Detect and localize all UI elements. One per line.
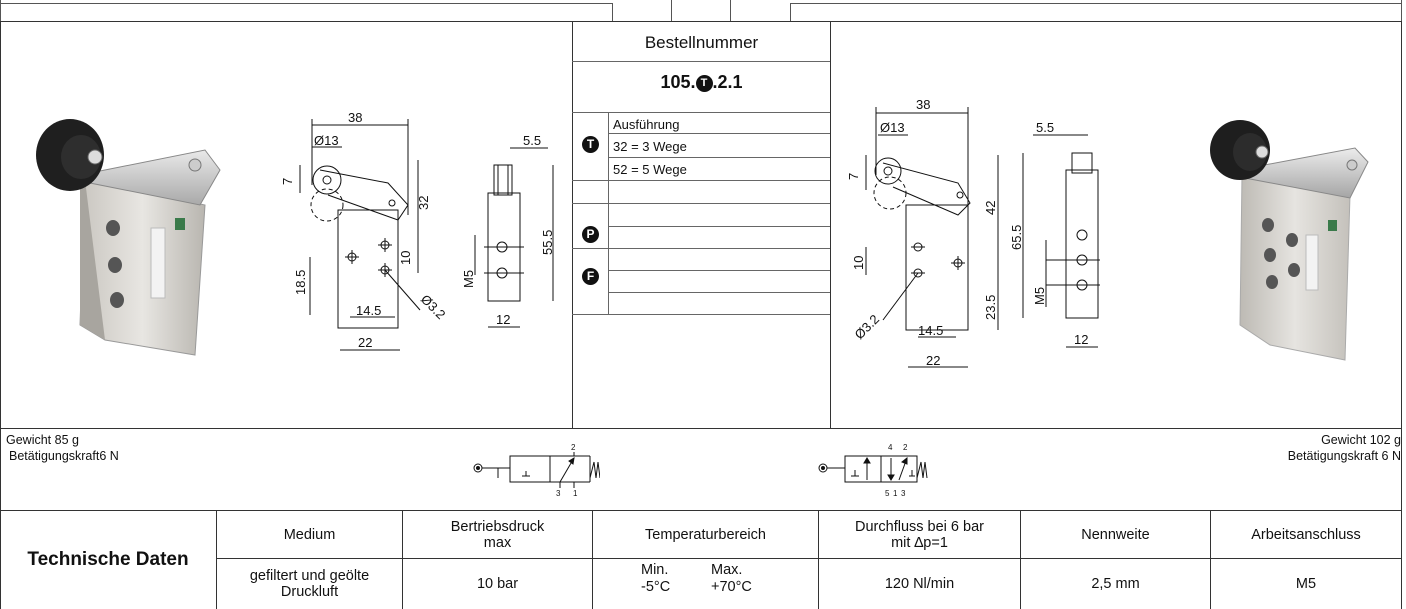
r-dim-13: Ø13 bbox=[880, 120, 905, 135]
option-t-label: Ausführung bbox=[613, 117, 680, 132]
value-medium: gefiltert und geölte Druckluft bbox=[249, 568, 370, 600]
r-dim-14-5: 14.5 bbox=[918, 323, 943, 338]
option-f-badge: F bbox=[582, 268, 599, 285]
left-port-2: 2 bbox=[571, 443, 576, 452]
dim-12: 12 bbox=[496, 312, 510, 327]
r-dim-5-5: 5.5 bbox=[1036, 120, 1054, 135]
order-code-prefix: 105. bbox=[660, 72, 696, 92]
r-dim-38: 38 bbox=[916, 97, 930, 112]
temp-max-label: Max. bbox=[711, 562, 743, 578]
right-valve-symbol: 4 2 5 1 3 bbox=[818, 443, 928, 498]
left-force: Betätigungskraft6 N bbox=[9, 449, 119, 463]
r-dim-22: 22 bbox=[926, 353, 940, 368]
left-valve-photo bbox=[36, 119, 221, 356]
option-t-row-1: 32 = 3 Wege bbox=[613, 139, 687, 154]
dim-18-5: 18.5 bbox=[293, 270, 308, 295]
dim-7: 7 bbox=[280, 178, 295, 185]
value-nominal: 2,5 mm bbox=[1091, 576, 1140, 592]
temp-max: +70°C bbox=[711, 579, 752, 595]
dim-3-2: Ø3.2 bbox=[418, 292, 449, 323]
temp-min: -5°C bbox=[641, 579, 671, 595]
dim-5-5: 5.5 bbox=[523, 133, 541, 148]
r-dim-42: 42 bbox=[983, 201, 998, 215]
option-p-badge: P bbox=[582, 226, 599, 243]
left-port-3: 3 bbox=[556, 489, 561, 498]
right-weight: Gewicht 102 g bbox=[1321, 433, 1401, 447]
r-dim-3-2: Ø3.2 bbox=[852, 312, 883, 343]
order-code-suffix: .2.1 bbox=[712, 72, 743, 92]
r-dim-10: 10 bbox=[851, 256, 866, 270]
r-dim-12: 12 bbox=[1074, 332, 1088, 347]
left-weight: Gewicht 85 g bbox=[6, 433, 79, 447]
header-nominal: Nennweite bbox=[1081, 526, 1150, 543]
left-port-1: 1 bbox=[573, 489, 578, 498]
left-valve-symbol: 2 3 1 bbox=[473, 443, 600, 498]
right-port-2: 2 bbox=[903, 443, 908, 452]
header-temperature: Temperaturbereich bbox=[645, 526, 766, 543]
dim-13: Ø13 bbox=[314, 133, 339, 148]
dim-22: 22 bbox=[358, 335, 372, 350]
right-valve-photo bbox=[1210, 120, 1369, 361]
header-port: Arbeitsanschluss bbox=[1251, 526, 1361, 543]
r-dim-65-5: 65.5 bbox=[1009, 225, 1024, 250]
value-flow: 120 Nl/min bbox=[884, 576, 955, 592]
order-code: 105.T.2.1 bbox=[573, 72, 830, 93]
order-title: Bestellnummer bbox=[644, 33, 759, 52]
dim-10: 10 bbox=[398, 251, 413, 265]
right-port-4: 4 bbox=[888, 443, 893, 452]
value-pressure: 10 bar bbox=[476, 576, 519, 592]
right-port-1: 1 bbox=[893, 489, 898, 498]
right-port-3: 3 bbox=[901, 489, 906, 498]
r-dim-m5: M5 bbox=[1032, 287, 1047, 305]
r-dim-23-5: 23.5 bbox=[983, 295, 998, 320]
temp-min-label: Min. bbox=[641, 562, 669, 578]
right-port-5: 5 bbox=[885, 489, 890, 498]
dim-55-5: 55.5 bbox=[540, 230, 555, 255]
dim-32: 32 bbox=[416, 196, 431, 210]
dim-38: 38 bbox=[348, 110, 362, 125]
value-port: M5 bbox=[1295, 576, 1317, 592]
header-pressure: Bertriebsdruck max bbox=[450, 518, 545, 551]
header-flow: Durchfluss bei 6 bar mit ∆p=1 bbox=[855, 518, 984, 551]
r-dim-7: 7 bbox=[846, 173, 861, 180]
value-temperature: Min. -5°C Max. +70°C bbox=[593, 562, 818, 608]
left-dimension-drawing: 38 Ø13 32 7 10 18.5 14.5 22 Ø3.2 5.5 55.… bbox=[280, 110, 555, 351]
header-medium: Medium bbox=[283, 526, 336, 543]
dim-m5: M5 bbox=[461, 270, 476, 288]
tech-heading: Technische Daten bbox=[27, 549, 189, 570]
order-code-badge: T bbox=[695, 75, 713, 92]
option-t-badge: T bbox=[582, 136, 599, 153]
right-force: Betätigungskraft 6 N bbox=[1287, 449, 1401, 463]
dim-14-5: 14.5 bbox=[356, 303, 381, 318]
right-dimension-drawing: 38 Ø13 42 7 10 Ø3.2 23.5 14.5 22 5.5 65.… bbox=[846, 97, 1100, 368]
option-t-row-2: 52 = 5 Wege bbox=[613, 162, 687, 177]
